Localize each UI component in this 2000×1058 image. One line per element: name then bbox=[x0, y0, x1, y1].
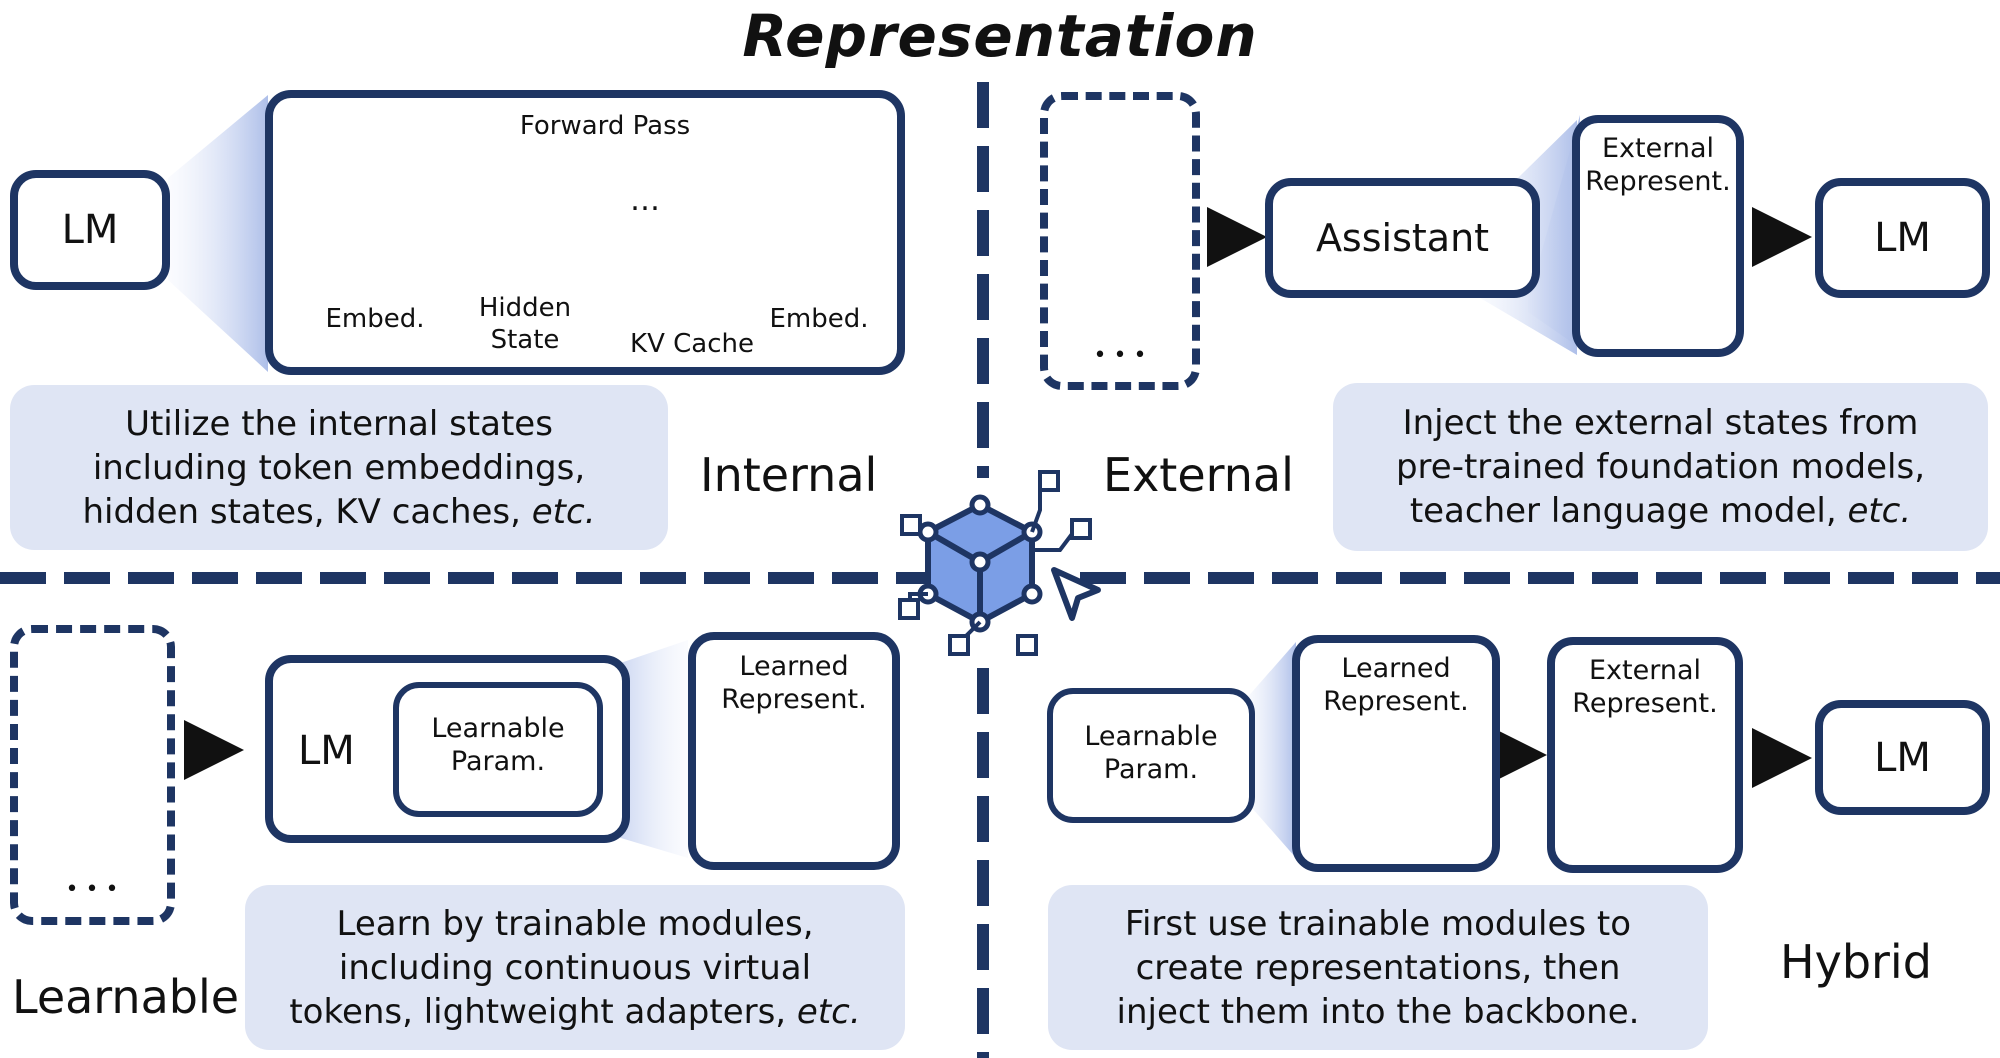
external-lm-box: LM bbox=[1815, 178, 1990, 298]
hybrid-learned-box bbox=[1292, 635, 1500, 872]
hybrid-lm-box: LM bbox=[1815, 700, 1990, 815]
learnable-param-line2: Param. bbox=[450, 746, 546, 777]
internal-lm-label: LM bbox=[61, 207, 119, 253]
hybrid-external-label: External Represent. bbox=[1547, 654, 1743, 720]
internal-quadrant-label: Internal bbox=[700, 448, 878, 502]
learned-rep-line1: Learned bbox=[739, 651, 849, 682]
diagram-title: Representation bbox=[742, 2, 1258, 70]
hybrid-param-label: Learnable Param. bbox=[1047, 720, 1255, 786]
hybrid-lm-label: LM bbox=[1874, 734, 1931, 781]
ellipsis-label: … bbox=[630, 183, 660, 218]
internal-description: Utilize the internal states including to… bbox=[10, 385, 668, 550]
external-desc-line3: teacher language model, etc. bbox=[1409, 491, 1912, 531]
forward-pass-label: Forward Pass bbox=[519, 111, 691, 141]
hybrid-desc-line2: create representations, then bbox=[1135, 947, 1621, 988]
hybrid-desc-line1: First use trainable modules to bbox=[1124, 903, 1632, 944]
learnable-quadrant-label: Learnable bbox=[12, 970, 240, 1024]
hybrid-learned-line1: Learned bbox=[1341, 653, 1451, 684]
hybrid-external-box bbox=[1547, 637, 1743, 873]
hybrid-param-line1: Learnable bbox=[1084, 721, 1218, 752]
embed-right-label: Embed. bbox=[769, 304, 869, 334]
assistant-label: Assistant bbox=[1315, 216, 1490, 260]
kv-cache-label: KV Cache bbox=[630, 329, 754, 359]
hidden-line1: Hidden bbox=[478, 293, 572, 323]
hybrid-param-box bbox=[1047, 688, 1255, 823]
external-desc-line2: pre-trained foundation models, bbox=[1395, 447, 1926, 487]
learnable-desc-line3: tokens, lightweight adapters, etc. bbox=[289, 991, 861, 1032]
hybrid-learned-label: Learned Represent. bbox=[1292, 652, 1500, 718]
external-represent-box bbox=[1572, 115, 1744, 357]
hidden-line2: State bbox=[490, 325, 560, 355]
external-lm-label: LM bbox=[1874, 215, 1931, 261]
learnable-description: Learn by trainable modules, including co… bbox=[245, 885, 905, 1050]
hidden-state-label: Hidden State bbox=[470, 292, 580, 356]
external-rep-line2: Represent. bbox=[1585, 166, 1731, 197]
external-represent-label: External Represent. bbox=[1572, 132, 1744, 198]
external-description: Inject the external states from pre-trai… bbox=[1333, 383, 1988, 551]
hybrid-desc-line3: inject them into the backbone. bbox=[1116, 991, 1640, 1032]
internal-lm-box: LM bbox=[10, 170, 170, 290]
hybrid-ext-line1: External bbox=[1588, 655, 1702, 686]
forward-pass-box bbox=[265, 90, 905, 375]
external-quadrant-label: External bbox=[1103, 448, 1294, 502]
cube-network-icon bbox=[898, 470, 1101, 656]
external-sources-dots: • • • bbox=[1093, 343, 1147, 368]
learnable-desc-line1: Learn by trainable modules, bbox=[336, 903, 814, 944]
learned-rep-line2: Represent. bbox=[721, 684, 867, 715]
assistant-box: Assistant bbox=[1265, 178, 1540, 298]
learnable-desc-line2: including continuous virtual bbox=[338, 947, 812, 988]
learnable-lm-label: LM bbox=[298, 728, 355, 774]
external-desc-line1: Inject the external states from bbox=[1402, 403, 1919, 443]
learned-represent-label: Learned Represent. bbox=[688, 650, 900, 716]
learnable-param-line1: Learnable bbox=[431, 713, 565, 744]
learned-represent-box bbox=[688, 632, 900, 870]
hybrid-param-line2: Param. bbox=[1103, 754, 1199, 785]
internal-desc-line2: including token embeddings, bbox=[92, 447, 586, 488]
learnable-param-label: Learnable Param. bbox=[393, 712, 603, 778]
embed-left-label: Embed. bbox=[325, 304, 425, 334]
hybrid-ext-line2: Represent. bbox=[1572, 688, 1718, 719]
learnable-param-box bbox=[393, 682, 603, 817]
internal-desc-line3: hidden states, KV caches, etc. bbox=[82, 491, 596, 532]
internal-desc-line1: Utilize the internal states bbox=[125, 403, 553, 444]
external-sources-box bbox=[1040, 92, 1200, 390]
hybrid-description: First use trainable modules to create re… bbox=[1048, 885, 1708, 1050]
hybrid-quadrant-label: Hybrid bbox=[1780, 935, 1932, 989]
learnable-sources-dots: • • • bbox=[65, 877, 119, 902]
learnable-sources-box bbox=[10, 625, 175, 925]
external-rep-line1: External bbox=[1601, 133, 1715, 164]
hybrid-learned-line2: Represent. bbox=[1323, 686, 1469, 717]
